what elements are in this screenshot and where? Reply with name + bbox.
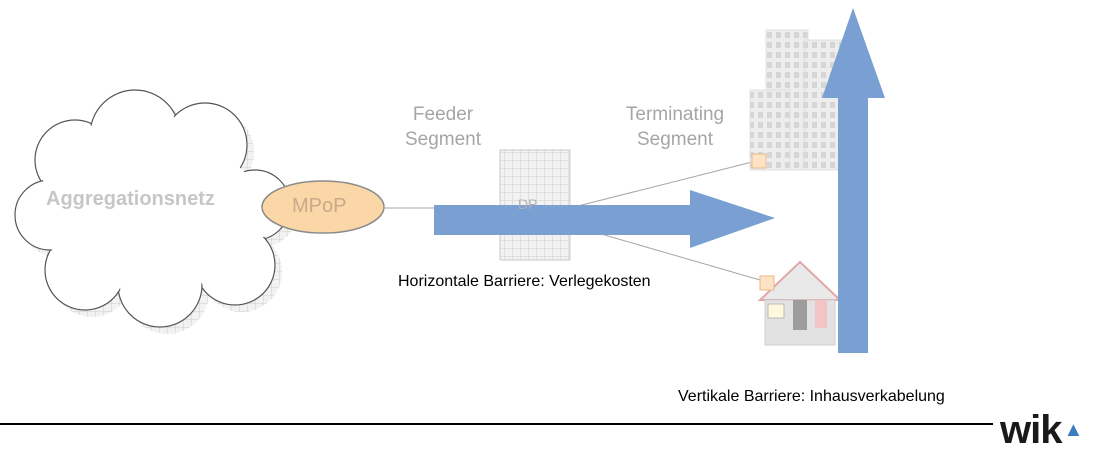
cloud-label: Aggregationsnetz xyxy=(46,188,215,210)
mpop-label: MPoP xyxy=(292,195,347,217)
wik-logo-text: wik xyxy=(1000,408,1062,452)
feeder-segment-label-line1: Feeder xyxy=(412,104,474,125)
mpop-node xyxy=(261,180,385,234)
horizontal-barrier-label: Horizontale Barriere: Verlegekosten xyxy=(398,273,651,290)
horizontal-barrier-arrow xyxy=(434,190,775,248)
house-icon xyxy=(757,260,843,346)
wik-logo: wik▲ xyxy=(1000,408,1083,452)
wik-logo-icon: ▲ xyxy=(1063,419,1083,441)
office-building-icon xyxy=(749,29,844,171)
footer-divider xyxy=(0,423,993,425)
dp-label: DP xyxy=(518,196,538,212)
vertical-barrier-arrow xyxy=(822,8,885,353)
vertical-barrier-label: Vertikale Barriere: Inhausverkabelung xyxy=(678,388,945,405)
terminating-segment-label-line2: Segment xyxy=(636,129,714,150)
feeder-segment-label-line2: Segment xyxy=(404,129,482,150)
terminating-segment-label-line1: Terminating xyxy=(625,104,725,125)
